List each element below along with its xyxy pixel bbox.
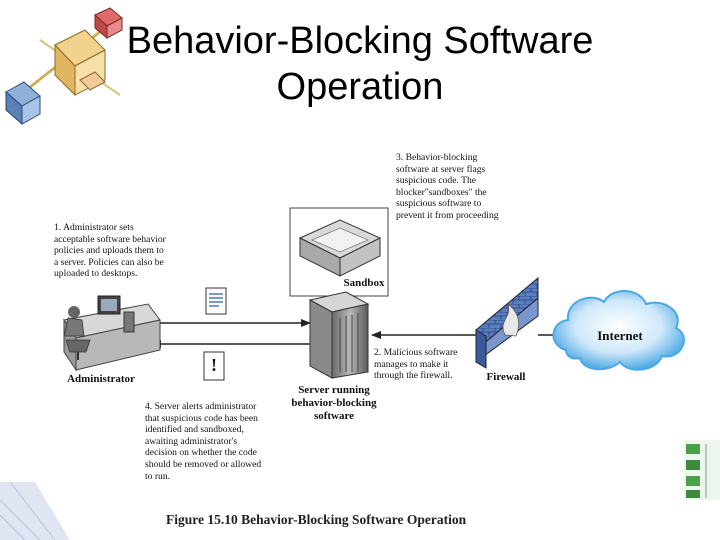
step-1-caption: 1. Administrator sets acceptable softwar…: [54, 222, 166, 280]
administrator-label: Administrator: [67, 373, 135, 385]
sandbox-icon: [289, 207, 389, 297]
internet-cloud-icon: [552, 290, 685, 371]
alert-symbol: !: [211, 355, 217, 375]
decorative-cubes-top-left: [5, 7, 123, 126]
step-4-caption: 4. Server alerts administrator that susp…: [145, 401, 262, 482]
alert-document-icon: [203, 351, 225, 381]
policy-document-icon: [205, 287, 227, 315]
figure-caption: Figure 15.10 Behavior-Blocking Software …: [166, 512, 467, 527]
sandbox-label: Sandbox: [343, 277, 385, 289]
step-2-caption: 2. Malicious software manages to make it…: [374, 347, 458, 382]
firewall-icon: [475, 276, 539, 369]
internet-label: Internet: [597, 328, 643, 343]
slide-title-line-2: Operation: [276, 66, 444, 108]
firewall-label: Firewall: [486, 371, 526, 383]
decorative-corner-bottom-left: [0, 481, 70, 540]
slide-title-line-1: Behavior-Blocking Software: [126, 20, 594, 62]
server-icon: [308, 291, 370, 379]
slide-title: Behavior-Blocking Software Operation: [60, 18, 660, 110]
step-3-caption: 3. Behavior-blocking software at server …: [396, 152, 499, 221]
server-label: Server running behavior-blocking softwar…: [291, 384, 377, 422]
decorative-stack-bottom-right: [684, 440, 720, 500]
administrator-workstation-icon: [63, 295, 161, 372]
